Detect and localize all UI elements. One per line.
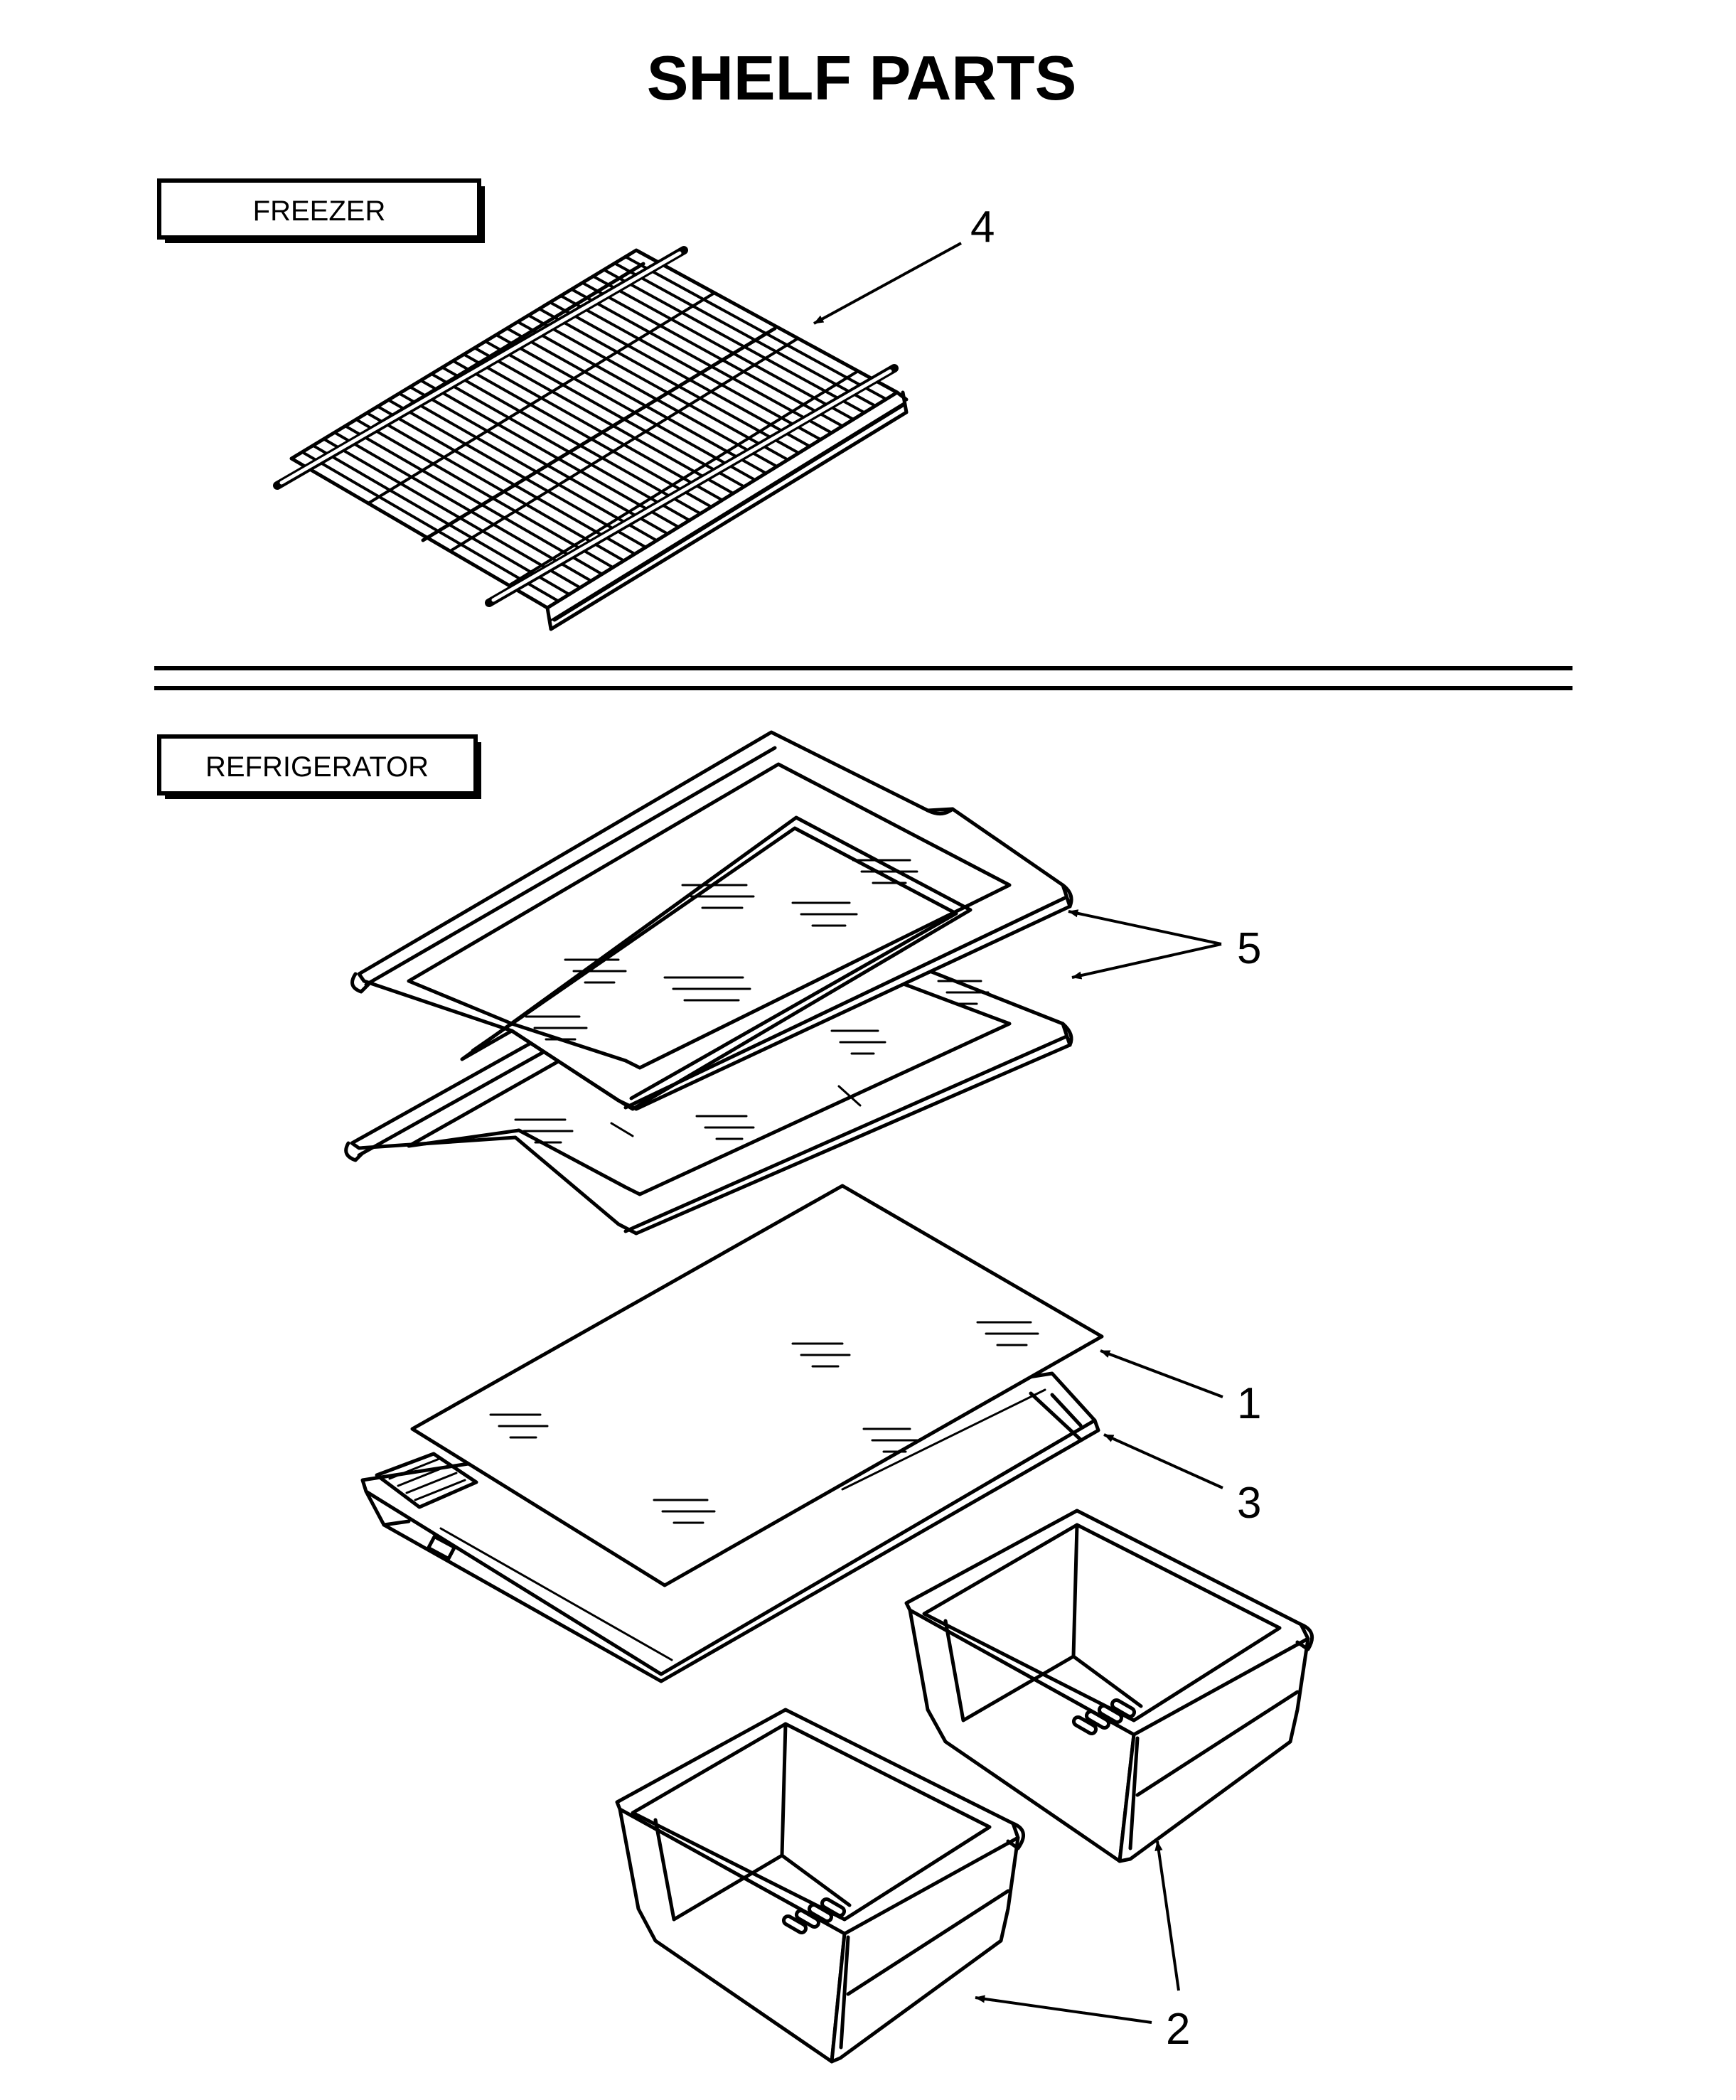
- shelf-wire: [559, 294, 823, 441]
- drawer-vent-slot: [820, 1897, 847, 1917]
- shelf-wire: [354, 418, 615, 569]
- shelf-crosswire: [449, 337, 800, 553]
- callout-1: 1: [1237, 1379, 1261, 1428]
- shelf-wire: [397, 392, 658, 542]
- drawer-vent-slot: [781, 1914, 808, 1934]
- shelf-wire: [613, 262, 877, 407]
- shelf-wire: [343, 424, 604, 576]
- glass-reflection-marks: [514, 859, 990, 1144]
- shelf-crosswire: [367, 291, 717, 505]
- crisper-cover-glass: [410, 1184, 1104, 1587]
- shelf-wire: [516, 320, 778, 468]
- shelf-wire: [591, 274, 855, 421]
- refrigerator-label-box: REFRIGERATOR: [157, 734, 481, 799]
- drawer-vent-slot: [1110, 1698, 1137, 1718]
- shelf-crosswire: [508, 370, 859, 587]
- drawer-vent-slot: [1084, 1710, 1111, 1730]
- cover-glass-reflection-marks: [489, 1321, 1039, 1524]
- shelf-wire: [451, 359, 713, 508]
- shelf-wire: [581, 281, 845, 428]
- shelf-wire: [494, 333, 757, 482]
- shelf-wire: [365, 411, 626, 562]
- drawer-vent-slot: [794, 1909, 821, 1929]
- shelf-wire: [322, 437, 582, 589]
- shelf-wire: [462, 353, 724, 502]
- shelf-wire: [548, 301, 811, 448]
- shelf-wire: [505, 326, 768, 475]
- callout-leaders: [813, 242, 1223, 2024]
- freezer-label: FREEZER: [253, 195, 386, 227]
- shelf-wire: [333, 431, 593, 583]
- glass-shelf-upper: [350, 730, 1073, 1111]
- shelf-wire: [301, 450, 560, 603]
- shelf-wire: [527, 314, 790, 461]
- shelf-wire: [376, 405, 636, 556]
- shelf-wire: [387, 398, 648, 549]
- page-title: SHELF PARTS: [647, 43, 1077, 113]
- refrigerator-label: REFRIGERATOR: [205, 751, 429, 783]
- shelf-wire: [408, 385, 670, 535]
- shelf-wire: [570, 287, 833, 434]
- shelf-wire: [623, 255, 888, 401]
- crisper-drawer-back: [904, 1509, 1314, 1863]
- shelf-wire: [537, 307, 800, 455]
- shelf-wire: [311, 444, 571, 596]
- callout-2: 2: [1166, 2005, 1190, 2054]
- crisper-drawer-front: [615, 1708, 1025, 2064]
- section-divider: [154, 666, 1572, 690]
- drawer-vent-slot: [807, 1903, 834, 1923]
- shelf-wire: [430, 372, 691, 522]
- callout-4: 4: [970, 203, 995, 252]
- shelf-wire: [419, 379, 680, 529]
- shelf-wire: [473, 346, 735, 495]
- shelf-wire: [483, 340, 746, 488]
- wire-shelf: [273, 246, 909, 631]
- shelf-wire: [602, 268, 866, 414]
- drawer-vent-slot: [1071, 1715, 1098, 1735]
- callout-5: 5: [1237, 924, 1261, 973]
- callout-3: 3: [1237, 1479, 1261, 1528]
- drawer-vent-slot: [1097, 1704, 1124, 1724]
- shelf-wire: [441, 365, 702, 515]
- freezer-label-box: FREEZER: [157, 178, 485, 243]
